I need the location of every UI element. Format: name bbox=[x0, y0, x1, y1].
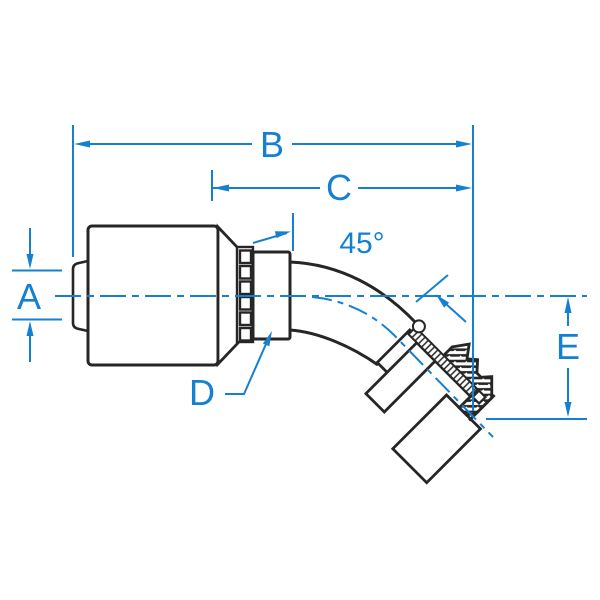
elbow-inner-curve bbox=[289, 328, 379, 367]
dim-b bbox=[72, 125, 474, 411]
fitting-part bbox=[71, 223, 496, 485]
arrowhead bbox=[274, 231, 291, 238]
dim-d-leader bbox=[225, 331, 272, 395]
nipple-end-reference bbox=[252, 213, 294, 251]
angle-tail bbox=[445, 303, 467, 323]
arrowhead bbox=[564, 402, 572, 417]
label-d: D bbox=[189, 372, 215, 413]
centerline-angled bbox=[311, 296, 494, 438]
angle-marker bbox=[415, 274, 467, 323]
arrowhead bbox=[26, 254, 34, 269]
label-e: E bbox=[556, 326, 580, 367]
elbow-outer-curve bbox=[289, 260, 418, 325]
crimp-collar bbox=[235, 245, 255, 344]
label-c: C bbox=[326, 167, 352, 208]
arrowhead bbox=[74, 140, 90, 148]
dim-e bbox=[486, 297, 587, 420]
arrowhead bbox=[213, 184, 229, 192]
angle-slash bbox=[415, 274, 449, 303]
arrowhead bbox=[564, 297, 572, 313]
label-angle: 45° bbox=[339, 227, 384, 260]
dimension-linework bbox=[12, 125, 587, 438]
dim-c bbox=[211, 170, 472, 201]
tube-wall-section-band bbox=[406, 325, 480, 398]
flange-assembly bbox=[363, 319, 496, 485]
dim-a bbox=[12, 228, 62, 362]
arrowhead bbox=[262, 331, 272, 347]
arrowhead bbox=[456, 140, 472, 148]
leader-line bbox=[225, 343, 267, 395]
arrowhead bbox=[456, 184, 472, 192]
dimension-labels: B C A D E 45° bbox=[17, 124, 580, 413]
label-a: A bbox=[17, 276, 41, 317]
arrowhead bbox=[26, 321, 34, 336]
label-b: B bbox=[260, 124, 284, 165]
head-notch bbox=[471, 389, 487, 406]
band-relief-notch bbox=[411, 319, 426, 334]
arrowhead bbox=[436, 294, 450, 308]
